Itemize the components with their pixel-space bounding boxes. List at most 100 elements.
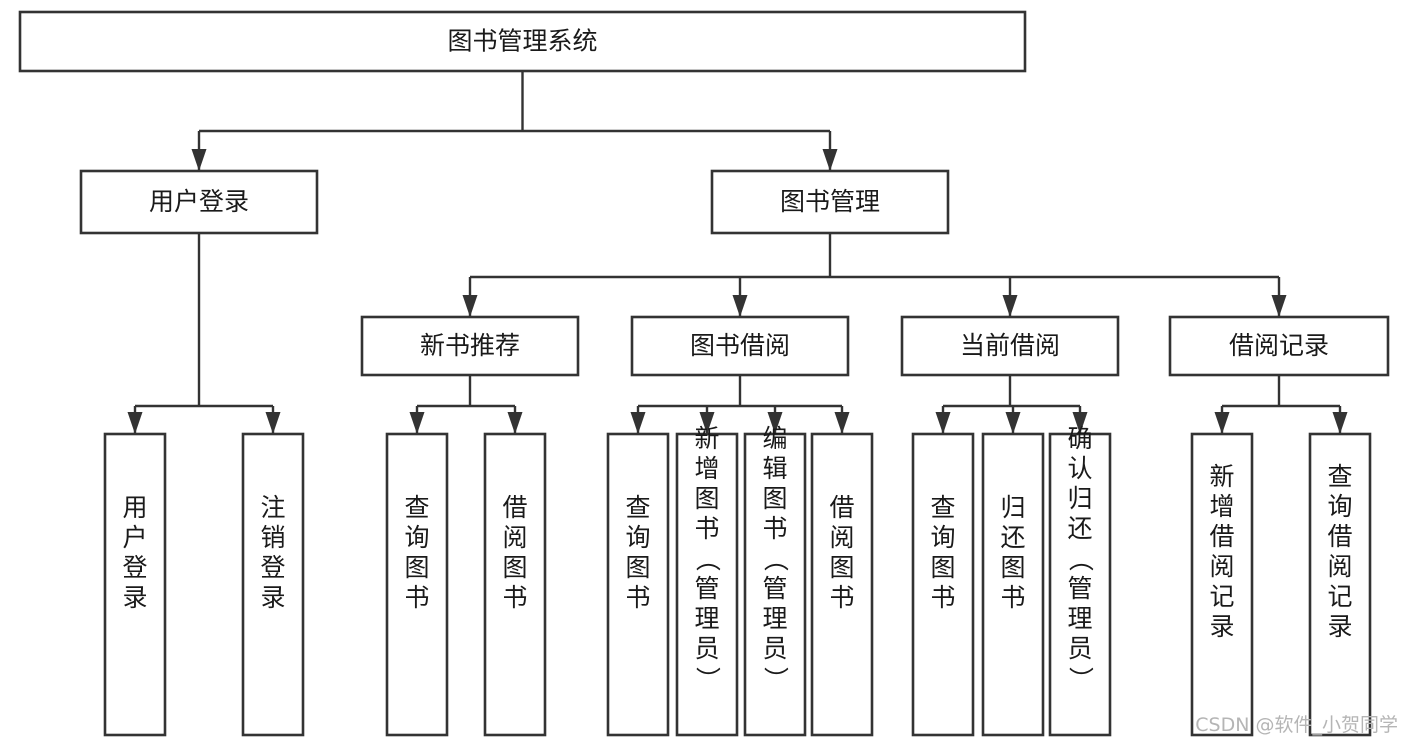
node-label-leaf-confirm-return-char-2: 归 [1067, 484, 1092, 513]
node-box-leaf-query-book-3 [911, 432, 975, 737]
arrow-head-icon [462, 295, 478, 317]
arrow-head-icon [191, 149, 207, 171]
node-label-leaf-user-logout-char-2: 登 [260, 553, 285, 582]
node-label-leaf-user-login-char-1: 户 [122, 523, 147, 552]
node-label-leaf-confirm-return-char-1: 认 [1067, 454, 1092, 483]
node-root[interactable]: 图书管理系统 [18, 10, 1027, 73]
arrow-head-icon [732, 295, 748, 317]
node-box-leaf-borrow-book-2 [810, 432, 874, 737]
node-label-leaf-add-book-char-5: 管 [694, 574, 719, 603]
node-box-leaf-edit-book [743, 432, 807, 737]
node-label-new-book-recommend: 新书推荐 [420, 331, 520, 360]
node-box-leaf-query-record [1308, 432, 1372, 737]
node-label-leaf-query-book-3-char-3: 书 [930, 583, 955, 612]
node-box-book-borrow [630, 315, 850, 377]
node-label-leaf-query-book-3-char-1: 询 [930, 523, 955, 552]
node-layer: 图书管理系统用户登录图书管理新书推荐图书借阅当前借阅借阅记录用户登录注销登录查询… [18, 10, 1390, 737]
node-label-leaf-edit-book-char-0: 编 [762, 424, 787, 453]
arrow-head-icon [1002, 295, 1018, 317]
node-label-leaf-borrow-book-2-char-0: 借 [829, 493, 854, 522]
node-label-leaf-confirm-return-char-6: 理 [1067, 604, 1092, 633]
edge-group-current-borrow [935, 375, 1088, 434]
node-label-leaf-confirm-return-char-0: 确 [1067, 424, 1092, 453]
node-label-leaf-edit-book-char-1: 辑 [762, 454, 787, 483]
node-label-leaf-user-login-char-3: 录 [122, 583, 147, 612]
node-label-leaf-query-record-char-0: 查 [1327, 462, 1352, 491]
node-label-leaf-query-book-1-char-3: 书 [404, 583, 429, 612]
node-label-leaf-query-book-1-char-2: 图 [404, 553, 429, 582]
node-label-leaf-query-book-1-char-0: 查 [404, 493, 429, 522]
edge-group-new-book-recommend [409, 375, 523, 434]
arrow-head-icon [1072, 412, 1088, 434]
edge-group-book-borrow [630, 375, 850, 434]
node-label-leaf-user-logout-char-1: 销 [260, 523, 285, 552]
node-label-leaf-edit-book-char-4: （ [761, 546, 790, 571]
arrow-head-icon [265, 412, 281, 434]
node-label-leaf-confirm-return-char-3: 还 [1067, 514, 1092, 543]
node-label-leaf-borrow-book-2-char-1: 阅 [829, 523, 854, 552]
node-box-borrow-record [1168, 315, 1390, 377]
node-label-leaf-add-record-char-0: 新 [1209, 462, 1234, 491]
node-user-login[interactable]: 用户登录 [79, 169, 319, 235]
node-label-leaf-borrow-book-2-char-2: 图 [829, 553, 854, 582]
node-new-book-recommend[interactable]: 新书推荐 [360, 315, 580, 377]
node-label-leaf-query-record-char-5: 录 [1327, 612, 1352, 641]
node-borrow-record[interactable]: 借阅记录 [1168, 315, 1390, 377]
node-label-leaf-query-record-char-2: 借 [1327, 522, 1352, 551]
node-box-leaf-confirm-return [1048, 432, 1112, 737]
node-label-leaf-confirm-return-char-5: 管 [1067, 574, 1092, 603]
arrow-head-icon [127, 412, 143, 434]
node-label-leaf-add-record-char-2: 借 [1209, 522, 1234, 551]
node-label-leaf-user-logout-char-3: 录 [260, 583, 285, 612]
node-book-borrow[interactable]: 图书借阅 [630, 315, 850, 377]
node-current-borrow[interactable]: 当前借阅 [900, 315, 1120, 377]
node-label-leaf-user-login-char-0: 用 [122, 493, 147, 522]
arrow-head-icon [409, 412, 425, 434]
node-label-leaf-add-book-char-4: （ [693, 546, 722, 571]
node-box-leaf-add-book [675, 432, 739, 737]
node-label-leaf-edit-book-char-8: ） [761, 666, 790, 691]
node-label-leaf-borrow-book-1-char-3: 书 [502, 583, 527, 612]
edge-group-book-management [462, 233, 1287, 317]
node-label-leaf-return-book-char-2: 图 [1000, 553, 1025, 582]
node-label-leaf-user-login-char-2: 登 [122, 553, 147, 582]
node-label-leaf-query-book-2-char-0: 查 [625, 493, 650, 522]
node-label-leaf-confirm-return-char-4: （ [1066, 546, 1095, 571]
node-label-leaf-query-book-1-char-1: 询 [404, 523, 429, 552]
node-label-leaf-borrow-book-1-char-0: 借 [502, 493, 527, 522]
node-box-user-login [79, 169, 319, 235]
node-box-leaf-return-book [981, 432, 1045, 737]
node-label-leaf-query-record-char-1: 询 [1327, 492, 1352, 521]
arrow-head-icon [935, 412, 951, 434]
node-label-user-login: 用户登录 [149, 187, 249, 216]
node-label-leaf-query-book-3-char-0: 查 [930, 493, 955, 522]
node-box-leaf-user-logout [241, 432, 305, 737]
node-label-leaf-add-book-char-0: 新 [694, 424, 719, 453]
node-label-leaf-add-book-char-3: 书 [694, 514, 719, 543]
node-label-leaf-confirm-return-char-7: 员 [1067, 634, 1092, 663]
node-book-management[interactable]: 图书管理 [710, 169, 950, 235]
node-label-leaf-edit-book-char-5: 管 [762, 574, 787, 603]
node-box-root [18, 10, 1027, 73]
node-box-leaf-user-login [103, 432, 167, 737]
node-label-leaf-add-book-char-2: 图 [694, 484, 719, 513]
node-label-leaf-add-record-char-3: 阅 [1209, 552, 1234, 581]
node-label-leaf-add-book-char-8: ） [693, 666, 722, 691]
node-label-root: 图书管理系统 [447, 27, 597, 56]
node-leaf-user-login[interactable]: 用户登录 [103, 432, 167, 737]
node-label-leaf-query-book-2-char-2: 图 [625, 553, 650, 582]
